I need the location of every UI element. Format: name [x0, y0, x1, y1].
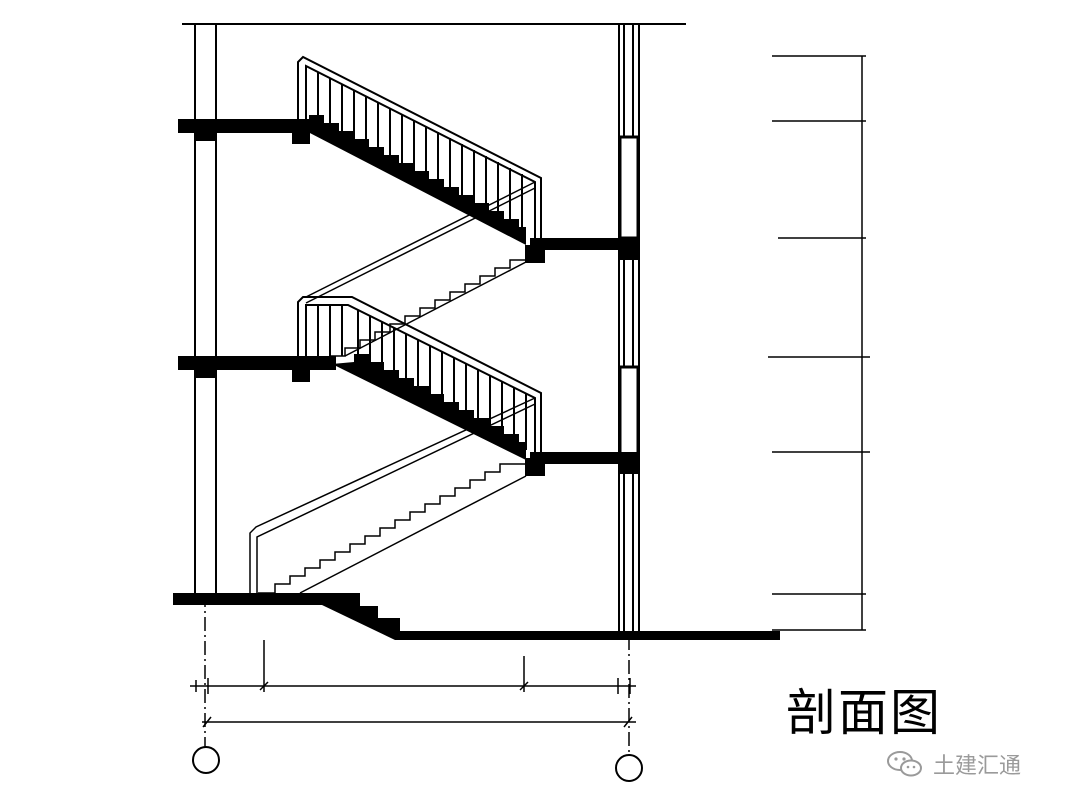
window-lower: [618, 365, 640, 456]
upper-balustrade: [297, 55, 542, 238]
left-wall: [194, 24, 217, 760]
wechat-icon: [887, 751, 922, 777]
axis-bubble-right: [615, 754, 643, 782]
upper-floor-slab: [178, 119, 310, 144]
horizontal-dimension-lines: [190, 636, 636, 754]
watermark: 土建汇通: [885, 748, 1021, 780]
middle-balustrade: [297, 296, 542, 452]
lower-back-flight: [249, 397, 536, 594]
upper-cut-flight: [306, 115, 526, 245]
watermark-text: 土建汇通: [933, 754, 1022, 779]
middle-cut-flight: [332, 354, 526, 460]
axis-bubble-left: [192, 746, 220, 774]
caption-title: 剖面图: [786, 684, 942, 742]
vertical-dimension-line: [768, 55, 870, 631]
upper-landing: [525, 238, 640, 263]
window-upper: [618, 135, 640, 240]
middle-floor-slab: [178, 356, 336, 382]
lower-landing: [525, 452, 640, 476]
upper-back-flight: [305, 181, 536, 357]
right-wall: [618, 24, 640, 636]
ground-floor-slab: [173, 593, 780, 640]
